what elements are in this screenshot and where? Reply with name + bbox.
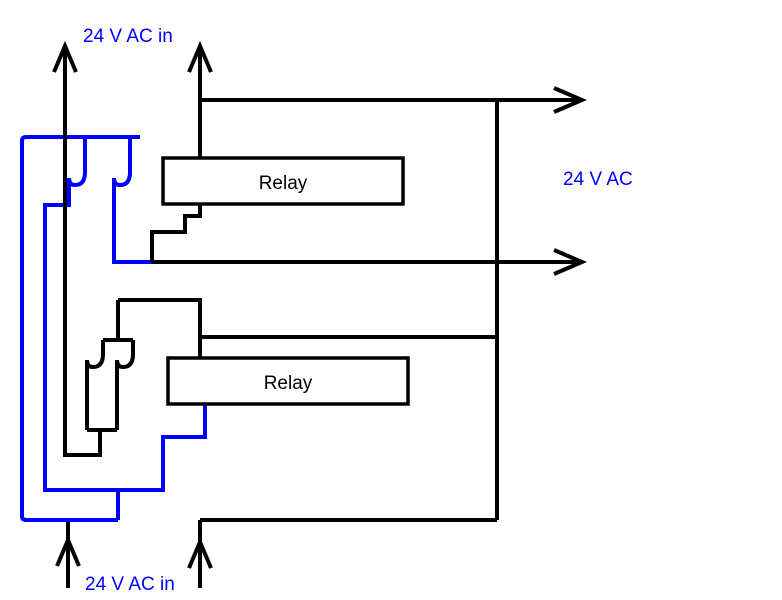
arrowhead-up-icon <box>187 40 213 73</box>
relay1-label: Relay <box>259 173 308 194</box>
wire-relay2-feed <box>118 298 202 358</box>
contact-hook-icon <box>85 340 105 370</box>
relay-1: Relay <box>161 156 405 206</box>
relay-2: Relay <box>166 356 410 406</box>
contact-hook-icon <box>112 158 132 188</box>
label-bottom-input: 24 V AC in <box>85 574 175 595</box>
wire-blue-contact-b-out <box>112 178 152 264</box>
arrowhead-up-icon <box>55 534 81 567</box>
contact-hook-icon <box>67 158 87 188</box>
wire-blue-contact-a-out <box>43 178 120 520</box>
label-top-input: 24 V AC in <box>83 26 173 47</box>
label-output: 24 V AC <box>563 169 633 190</box>
diagram-labels: 24 V AC in 24 V AC 24 V AC in <box>83 26 633 595</box>
relay2-label: Relay <box>264 373 313 394</box>
wire-relay1-output-steps <box>150 204 202 262</box>
arrowhead-up-icon <box>187 536 213 569</box>
wire-top-left-input <box>63 46 102 457</box>
black-wire-group <box>52 40 588 588</box>
relay1-box <box>161 156 405 206</box>
blue-wire-group <box>20 135 207 522</box>
wire-blue-outer-loop <box>20 135 140 522</box>
relay2-box <box>166 356 410 406</box>
contact-hook-icon <box>115 340 135 370</box>
arrowhead-right-icon <box>553 248 588 276</box>
wire-blue-relay2-return <box>118 405 207 492</box>
arrowhead-right-icon <box>553 86 588 114</box>
arrowhead-up-icon <box>52 40 78 73</box>
